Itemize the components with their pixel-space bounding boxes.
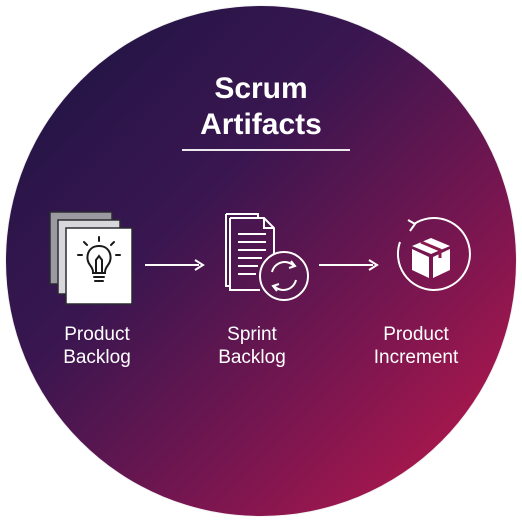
- lightbulb-documents-icon: [49, 211, 133, 305]
- product-increment-label: Product Increment: [373, 324, 459, 368]
- title-line-2: Artifacts: [200, 108, 322, 141]
- package-cycle-icon: [397, 216, 471, 291]
- arrow-right-icon: [145, 259, 205, 271]
- title-underline: [182, 149, 350, 151]
- product-backlog-label: Product Backlog: [63, 324, 131, 368]
- sprint-backlog-label: Sprint Backlog: [218, 324, 286, 368]
- arrow-right-icon: [319, 259, 379, 271]
- title-line-1: Scrum: [214, 72, 308, 105]
- document-cycle-icon: [225, 213, 309, 301]
